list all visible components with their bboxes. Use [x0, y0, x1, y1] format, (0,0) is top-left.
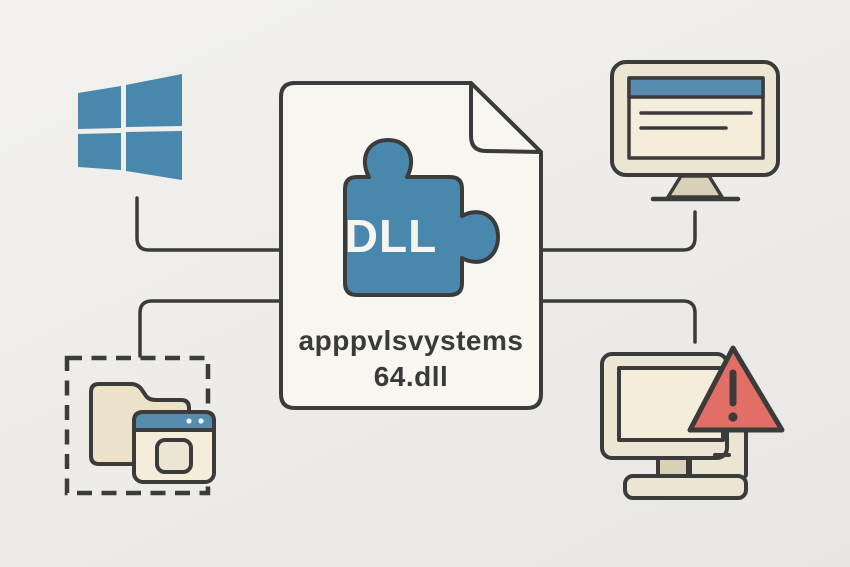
- app-window-content-square: [155, 438, 193, 474]
- windows-pane-top-left: [78, 86, 121, 129]
- puzzle-piece-icon: [343, 138, 500, 297]
- dll-badge-label: DLL: [345, 210, 437, 262]
- monitor-stand: [666, 174, 724, 199]
- monitor-window-titlebar: [627, 76, 765, 99]
- file-folded-corner: [469, 81, 543, 154]
- filename-line2: 64.dll: [374, 361, 449, 392]
- error-monitor-base: [623, 474, 748, 500]
- windows-pane-bottom-left: [78, 133, 121, 170]
- connector-windows-to-file: [135, 196, 282, 252]
- connector-lines: [135, 196, 697, 358]
- app-window-titlebar: [132, 410, 216, 432]
- monitor-app-window-icon: [610, 60, 780, 202]
- titlebar-dot-2: [198, 418, 204, 424]
- windows-logo-icon: [78, 74, 182, 180]
- connector-file-to-error-computer: [540, 299, 697, 344]
- connector-monitor-to-file: [540, 210, 697, 252]
- computer-warning-icon: [600, 345, 785, 500]
- titlebar-dot-1: [186, 418, 192, 424]
- windows-pane-top-right: [126, 74, 182, 127]
- filename-line1: apppvlsvystems: [299, 325, 524, 356]
- connector-file-to-folder: [138, 299, 282, 358]
- windows-pane-bottom-right: [126, 131, 182, 180]
- folder-app-window-icon: [64, 355, 216, 496]
- dll-file-icon: DLL apppvlsvystems 64.dll: [279, 81, 543, 410]
- warning-exclamation-dot: [728, 412, 738, 422]
